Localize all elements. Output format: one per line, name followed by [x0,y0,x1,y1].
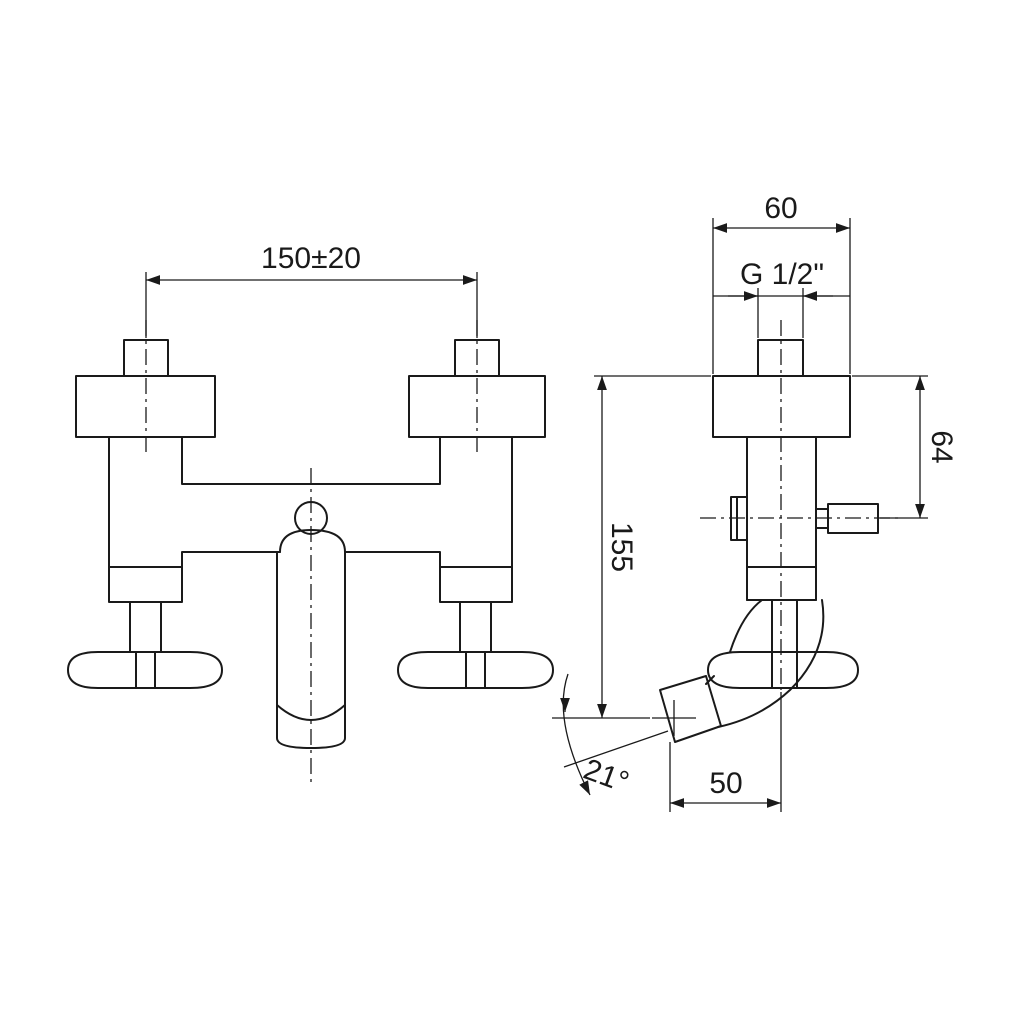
dimension-height-label: 155 [605,522,638,572]
dimension-offset-label: 64 [925,430,958,463]
dimension-spacing-label: 150±20 [261,242,361,275]
dimension-spacing: 150±20 [145,242,478,338]
outlet-centre-mark [652,700,696,736]
spout-outlet [659,675,722,743]
left-inlet-cap [75,375,216,438]
dimension-projection-label: 50 [709,767,742,800]
dimension-angle: 21° [560,673,669,800]
right-inlet [408,339,546,438]
left-handle [67,601,223,689]
side-spout [659,599,825,743]
dimension-thread-label: G 1/2" [740,258,824,291]
left-inlet [75,339,216,438]
right-inlet-cap [408,375,546,438]
dimension-height: 155 [552,375,711,719]
side-handle [707,651,859,689]
side-inlet-connector [757,339,804,377]
dimension-projection: 50 [669,692,782,812]
dimension-width-label: 60 [764,192,797,225]
front-spout [276,529,346,749]
side-inlet-cap [712,375,851,438]
side-view: 60 G 1/2" 155 64 [552,192,958,812]
dimension-thread: G 1/2" [713,258,850,338]
dimension-offset: 64 [852,375,958,519]
dimension-angle-label: 21° [579,753,633,800]
front-view: 150±20 [67,242,554,785]
right-handle [397,601,554,689]
mixer-body [108,436,513,603]
